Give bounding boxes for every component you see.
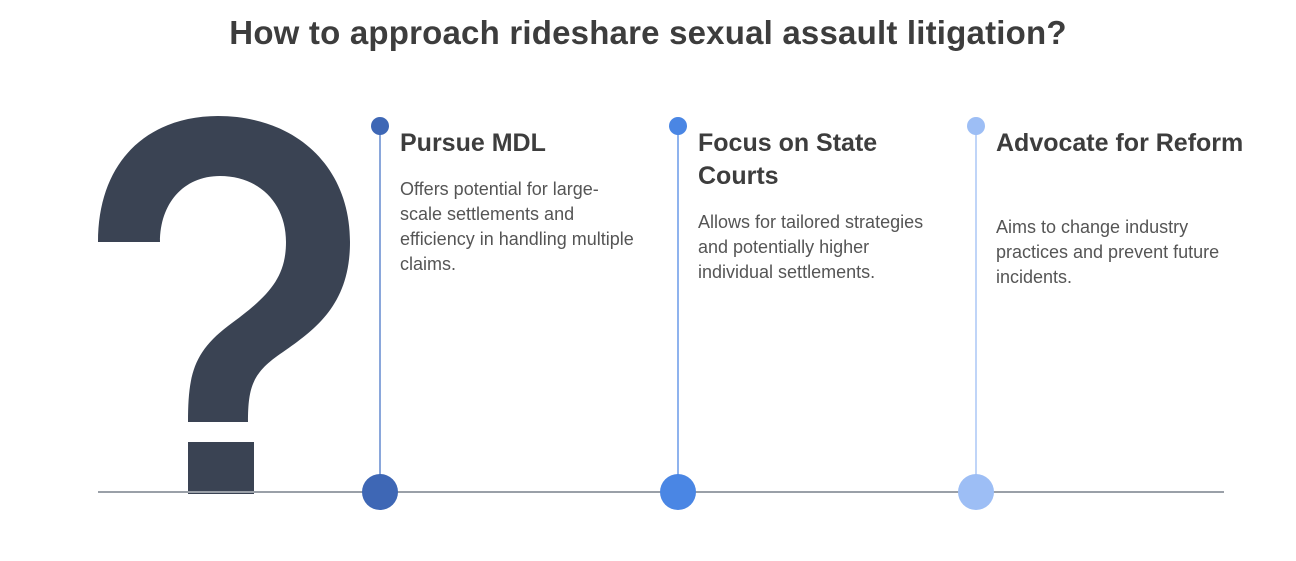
option-2-bottom-marker bbox=[660, 474, 696, 510]
option-1-description: Offers potential for large-scale settlem… bbox=[400, 179, 634, 274]
option-1-title: Pursue MDL bbox=[400, 129, 546, 157]
question-mark-icon bbox=[98, 116, 350, 494]
option-3-stem bbox=[975, 126, 977, 492]
option-2-title: Focus on State Courts bbox=[698, 129, 878, 190]
option-2-stem bbox=[677, 126, 679, 492]
option-3-description: Aims to change industry practices and pr… bbox=[996, 217, 1220, 287]
option-3-title: Advocate for Reform bbox=[996, 129, 1244, 157]
option-1-top-marker bbox=[371, 117, 389, 135]
option-3-bottom-marker bbox=[958, 474, 994, 510]
option-2-top-marker bbox=[669, 117, 687, 135]
diagram-title: How to approach rideshare sexual assault… bbox=[229, 14, 1067, 51]
option-3-top-marker bbox=[967, 117, 985, 135]
option-2-description: Allows for tailored strategies and poten… bbox=[698, 212, 924, 282]
option-1-bottom-marker bbox=[362, 474, 398, 510]
option-1-stem bbox=[379, 126, 381, 492]
